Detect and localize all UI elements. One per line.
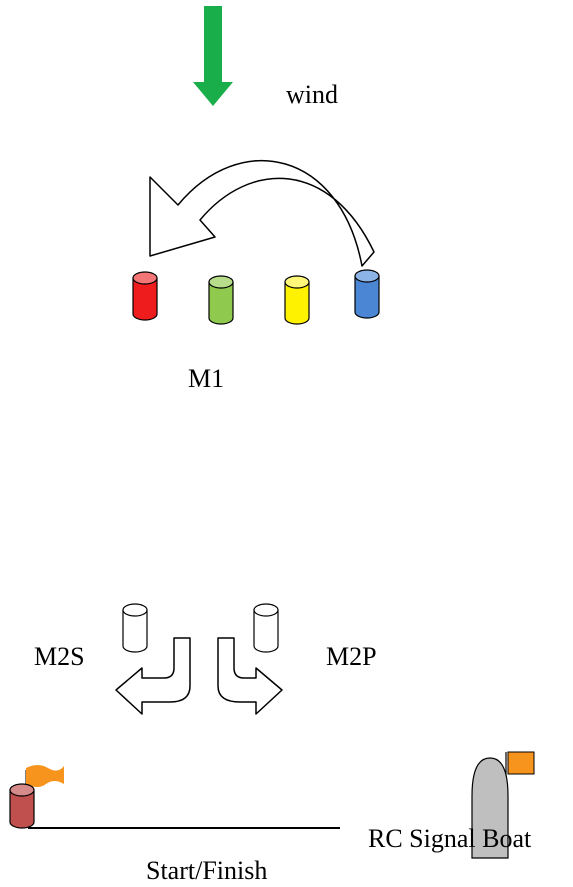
wind-arrow xyxy=(193,6,233,106)
rounding-arrow-m2p xyxy=(217,637,283,715)
mark-m2p xyxy=(253,603,279,653)
rounding-arrow-m1 xyxy=(149,159,375,267)
signal-boat-label: RC Signal Boat xyxy=(368,824,532,853)
mark-m2s xyxy=(122,603,148,653)
rounding-arrow-m2s xyxy=(115,637,191,715)
mark-m1-green xyxy=(208,275,234,325)
mark-m1-yellow xyxy=(284,275,310,325)
mark-m1-red xyxy=(132,271,158,321)
pin-flag xyxy=(26,765,64,787)
mark-m1-label: M1 xyxy=(188,364,225,393)
boat-flag xyxy=(507,751,535,775)
mark-m2p-label: M2P xyxy=(326,642,377,671)
rc-signal-boat xyxy=(471,751,535,859)
pin-end-mark xyxy=(9,765,64,829)
mark-m1-blue xyxy=(354,269,380,319)
mark-m2s-label: M2S xyxy=(34,642,85,671)
start-finish-label: Start/Finish xyxy=(146,856,268,885)
wind-label: wind xyxy=(286,80,338,109)
